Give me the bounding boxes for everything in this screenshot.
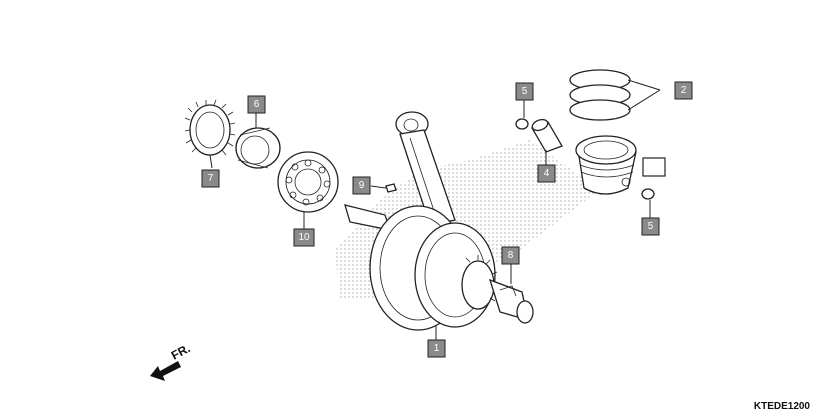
- arrow-icon: [150, 361, 181, 381]
- direction-label: FR.: [169, 341, 193, 362]
- callout-8: 8: [501, 246, 520, 265]
- callout-9: 9: [352, 176, 371, 195]
- callout-10: 10: [293, 228, 315, 247]
- piston-rings-part: [569, 69, 631, 121]
- callout-4: 4: [537, 164, 556, 183]
- callout-blank: [642, 157, 666, 177]
- svg-text:10: 10: [298, 232, 310, 243]
- key-part: [385, 183, 397, 193]
- crankshaft-part: [344, 204, 534, 331]
- svg-text:5: 5: [522, 86, 528, 97]
- bushing-part: [235, 127, 281, 169]
- piston-pin-part: [531, 118, 563, 153]
- callout-5-upper: 5: [515, 82, 534, 101]
- svg-text:1: 1: [434, 343, 440, 354]
- svg-text:5: 5: [648, 221, 654, 232]
- svg-text:4: 4: [544, 168, 550, 179]
- leader-lines: [209, 79, 661, 340]
- circlip-part-upper: [515, 118, 529, 130]
- callout-5-lower: 5: [641, 217, 660, 236]
- svg-text:9: 9: [359, 180, 365, 191]
- callout-2: 2: [674, 81, 693, 100]
- svg-text:8: 8: [508, 250, 514, 261]
- callout-6: 6: [247, 95, 266, 114]
- bearing-part: [277, 151, 339, 213]
- front-direction-arrow: FR.: [150, 341, 192, 381]
- gear-part: [184, 99, 236, 156]
- svg-text:6: 6: [254, 99, 260, 110]
- svg-text:7: 7: [208, 173, 214, 184]
- callout-7: 7: [201, 169, 220, 188]
- circlip-part-lower: [641, 188, 655, 200]
- callout-1: 1: [427, 339, 446, 358]
- svg-text:2: 2: [681, 85, 687, 96]
- diagram-code: KTEDE1200: [754, 401, 811, 412]
- connecting-rod-part: [395, 111, 456, 226]
- piston-part: [575, 135, 637, 195]
